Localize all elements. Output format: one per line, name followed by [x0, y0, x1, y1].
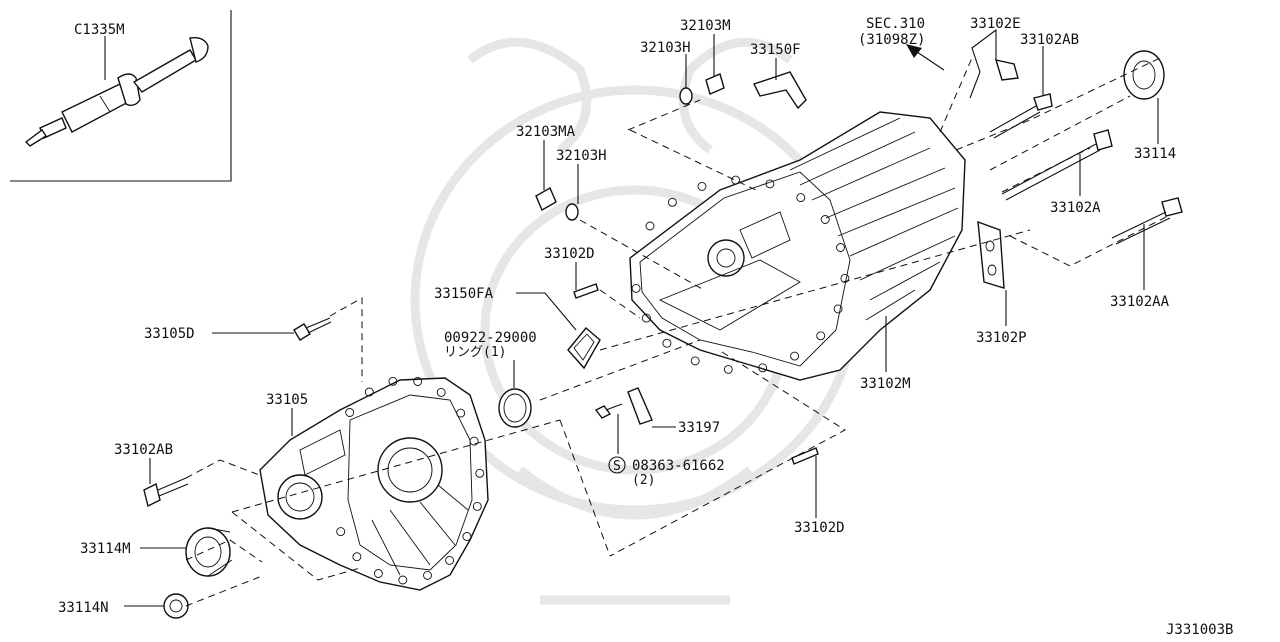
inset-box	[10, 10, 232, 182]
bolt-hole	[641, 313, 651, 323]
bracket-33197	[594, 387, 653, 425]
bolt-hole	[398, 575, 408, 585]
label-33197: 33197	[678, 420, 720, 436]
washer-32103h-top	[679, 87, 693, 105]
bolt-33102ab-upper	[989, 93, 1053, 139]
label-32103ma: 32103MA	[516, 124, 576, 140]
bolt-hole	[731, 175, 741, 185]
bolt-hole	[723, 364, 733, 374]
bolt-hole	[423, 570, 432, 580]
bolt-hole	[388, 376, 398, 386]
bolt-hole	[796, 193, 806, 203]
bolt-hole	[667, 197, 677, 207]
label-33105: 33105	[266, 392, 308, 408]
label-00922-29000: 00922-29000	[444, 330, 537, 346]
label-sec310-code: (31098Z)	[858, 32, 925, 48]
plug-32103m	[705, 73, 725, 95]
label-33102m: 33102M	[860, 376, 911, 392]
gasket-33150fa	[567, 327, 601, 370]
assembly-dashed-lines	[185, 57, 1169, 607]
label-33114n: 33114N	[58, 600, 109, 616]
bolt-hole	[765, 179, 775, 189]
oil-seal-33114-top	[1123, 50, 1165, 100]
bolt-hole	[445, 555, 455, 565]
label-33102ab-top: 33102AB	[1020, 32, 1079, 48]
label-33102d-low: 33102D	[794, 520, 845, 536]
dowel-33102d-upper	[573, 283, 599, 299]
sealant-tube-c1335m	[24, 36, 209, 147]
label-33114-top: 33114	[1134, 146, 1176, 162]
label-32103h-top: 32103H	[640, 40, 691, 56]
label-33102a: 33102A	[1050, 200, 1101, 216]
label-s-mark: S	[613, 459, 621, 474]
label-33102e: 33102E	[970, 16, 1021, 32]
bolt-33102aa	[1111, 197, 1183, 245]
bolt-hole	[758, 363, 768, 373]
label-32103m: 32103M	[680, 18, 731, 34]
label-32103h-mid: 32103H	[556, 148, 607, 164]
seal-33114n	[163, 593, 189, 619]
bolt-hole	[662, 338, 672, 348]
bolt-hole	[352, 552, 362, 562]
diagram-code: J331003B	[1166, 622, 1233, 638]
o-ring-00922	[498, 388, 532, 428]
transfer-case-33102m	[629, 111, 966, 381]
label-ring-qty: リング(1)	[444, 345, 506, 360]
bolt-hole	[373, 569, 383, 578]
bolt-33105d	[293, 317, 332, 341]
bolt-hole	[462, 532, 472, 541]
label-sec310: SEC.310	[866, 16, 925, 32]
bracket-33150f	[753, 71, 807, 110]
bolt-hole	[472, 501, 482, 511]
label-33150fa: 33150FA	[434, 286, 494, 302]
bolt-hole	[631, 283, 641, 293]
label-33102p: 33102P	[976, 330, 1027, 346]
label-33114m: 33114M	[80, 541, 131, 557]
cover-bolt-holes	[336, 376, 485, 585]
bolt-hole	[364, 387, 374, 397]
case-bolt-holes	[631, 175, 850, 374]
bolt-hole	[840, 273, 850, 283]
plug-32103ma	[535, 187, 557, 211]
bolt-hole	[820, 215, 830, 224]
bracket-33102p	[977, 220, 1005, 289]
label-c1335m: C1335M	[74, 22, 125, 38]
label-33102ab-low: 33102AB	[114, 442, 173, 458]
leader-lines	[104, 28, 1159, 607]
bolt-hole	[833, 304, 843, 314]
s-mark-circle	[608, 456, 626, 474]
bolt-hole	[345, 408, 355, 417]
bolt-hole	[816, 331, 826, 341]
bolt-33102ab-lower	[143, 477, 189, 508]
bolt-hole	[690, 356, 700, 366]
front-cover-33105	[259, 377, 489, 591]
label-33102aa: 33102AA	[1110, 294, 1170, 310]
section-arrow	[906, 44, 945, 71]
dowel-33102d-lower	[791, 447, 819, 465]
label-08363-qty: (2)	[632, 473, 655, 488]
label-33102d-top: 33102D	[544, 246, 595, 262]
bolt-hole	[469, 436, 479, 446]
bolt-hole	[645, 221, 655, 231]
bolt-hole	[836, 243, 845, 252]
bolt-hole	[413, 377, 423, 386]
bolt-hole	[336, 527, 346, 537]
bolt-hole	[790, 351, 800, 361]
bolt-hole	[436, 387, 446, 397]
label-33150f: 33150F	[750, 42, 801, 58]
oil-seal-33114m	[185, 527, 233, 577]
bolt-hole	[456, 408, 466, 418]
bolt-hole	[697, 181, 707, 191]
fitting-33102e	[994, 59, 1019, 81]
label-08363-61662: 08363-61662	[632, 458, 725, 474]
bolt-hole	[475, 468, 485, 478]
washer-32103h-mid	[565, 203, 579, 221]
label-33105d: 33105D	[144, 326, 195, 342]
